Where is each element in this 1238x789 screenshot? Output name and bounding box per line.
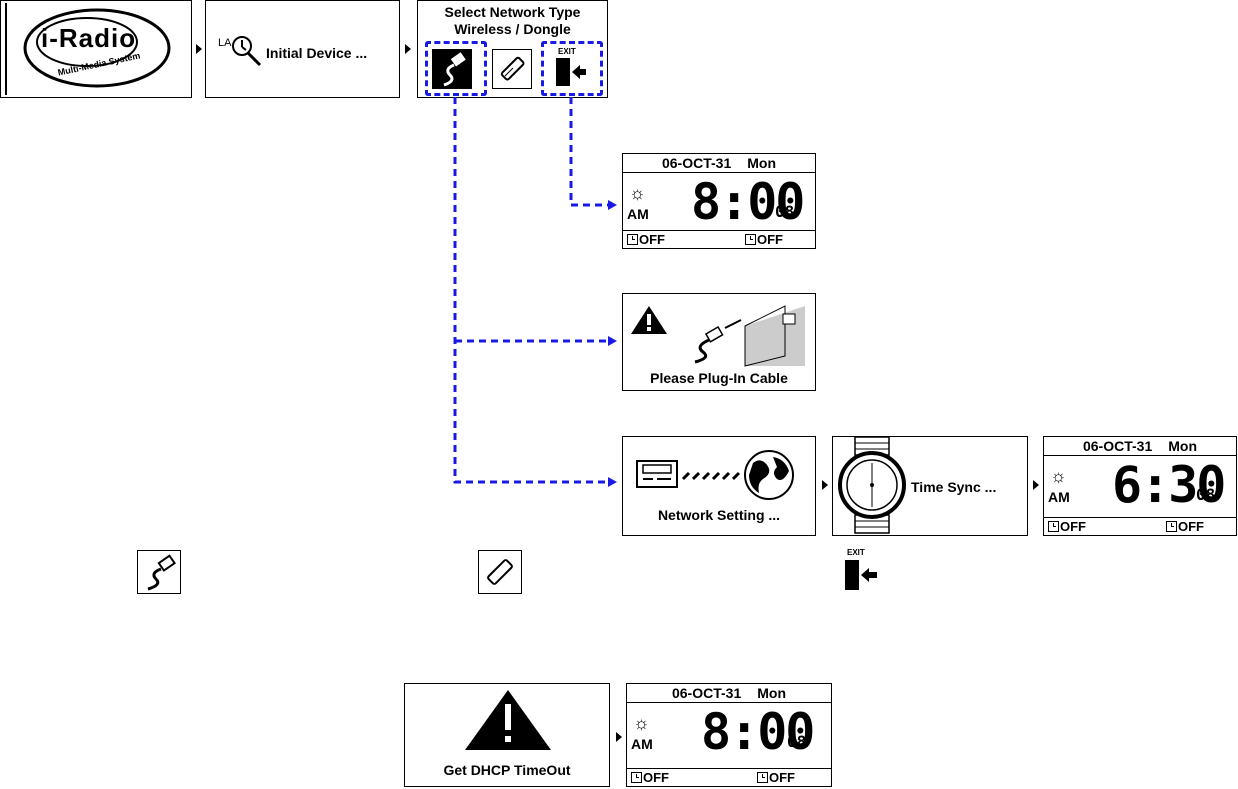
alarm-2: OFF — [745, 231, 783, 248]
alarm-clock-icon — [631, 772, 642, 783]
legend-dongle — [478, 550, 522, 594]
exit-label: EXIT — [847, 548, 865, 557]
clock-ampm: AM — [1048, 489, 1070, 505]
alarm-1-status: OFF — [643, 770, 669, 785]
network-setting-caption: Network Setting ... — [623, 507, 815, 523]
sun-icon: ☼ — [629, 184, 646, 202]
alarm-2-status: OFF — [757, 232, 783, 247]
clock-ampm: AM — [631, 736, 653, 752]
legend-exit: EXIT — [837, 548, 885, 594]
flow-arrow — [405, 44, 411, 54]
clock-date-row: 06-OCT-31 Mon — [627, 685, 831, 703]
clock-date: 06-OCT-31 — [672, 685, 741, 701]
flow-arrow — [822, 480, 828, 490]
logo-brand: i-Radio — [41, 23, 136, 54]
clock-alarm-row: OFF OFF — [1044, 517, 1236, 535]
clock-date: 06-OCT-31 — [662, 155, 731, 171]
alarm-1: OFF — [1048, 518, 1086, 535]
select-network-title: Select Network Type — [418, 4, 607, 20]
sun-icon: ☼ — [633, 714, 650, 732]
clock-ampm: AM — [627, 206, 649, 222]
legend-ethernet — [137, 550, 181, 594]
alarm-clock-icon — [757, 772, 768, 783]
exit-door-icon — [837, 558, 883, 594]
flow-arrow — [1033, 480, 1039, 490]
time-sync-screen: Time Sync ... — [832, 436, 1028, 536]
clock-date-row: 06-OCT-31 Mon — [1044, 438, 1236, 456]
clock-alarm-row: OFF OFF — [627, 768, 831, 786]
magnifier-icon — [228, 33, 268, 73]
logo-screen: i-Radio Multi-Media System — [0, 0, 192, 98]
initial-device-screen: LA Initial Device ... — [205, 0, 400, 98]
network-setting-screen: Network Setting ... — [622, 436, 816, 536]
alarm-2-status: OFF — [769, 770, 795, 785]
clock-day: Mon — [747, 155, 776, 171]
sun-icon: ☼ — [1050, 467, 1067, 485]
warning-icon — [629, 304, 669, 336]
usb-dongle-icon — [479, 551, 521, 593]
warning-icon — [463, 688, 553, 752]
ethernet-selection-highlight — [425, 41, 487, 96]
clock-day: Mon — [757, 685, 786, 701]
network-connect-illustration — [633, 443, 813, 503]
plug-cable-caption: Please Plug-In Cable — [623, 370, 815, 386]
watch-icon — [833, 435, 913, 535]
clock-seconds: 08 — [775, 202, 794, 221]
alarm-1-status: OFF — [1060, 519, 1086, 534]
clock-seconds: 08 — [787, 732, 806, 751]
alarm-2-status: OFF — [1178, 519, 1204, 534]
dhcp-timeout-caption: Get DHCP TimeOut — [405, 762, 609, 778]
ethernet-cable-icon — [138, 551, 180, 593]
clock-date-row: 06-OCT-31 Mon — [623, 155, 815, 173]
alarm-clock-icon — [745, 234, 756, 245]
clock-alarm-row: OFF OFF — [623, 230, 815, 248]
time-sync-caption: Time Sync ... — [911, 479, 996, 495]
alarm-1: OFF — [631, 769, 669, 786]
initial-device-label: Initial Device ... — [266, 45, 367, 61]
alarm-clock-icon — [1166, 521, 1177, 532]
dhcp-timeout-screen: Get DHCP TimeOut — [404, 683, 610, 787]
alarm-clock-icon — [627, 234, 638, 245]
flow-arrow — [196, 44, 202, 54]
alarm-2: OFF — [757, 769, 795, 786]
flow-arrow — [616, 732, 622, 742]
dongle-option[interactable] — [492, 49, 532, 89]
clock-day: Mon — [1168, 438, 1197, 454]
alarm-clock-icon — [1048, 521, 1059, 532]
alarm-2: OFF — [1166, 518, 1204, 535]
select-network-subtitle: Wireless / Dongle — [418, 21, 607, 37]
usb-dongle-icon — [493, 50, 531, 88]
alarm-1-status: OFF — [639, 232, 665, 247]
plug-cable-screen: Please Plug-In Cable — [622, 293, 816, 391]
wall-socket-illustration — [685, 296, 815, 370]
exit-selection-highlight — [541, 41, 603, 96]
clock-seconds: 08 — [1196, 485, 1215, 504]
alarm-1: OFF — [627, 231, 665, 248]
clock-date: 06-OCT-31 — [1083, 438, 1152, 454]
